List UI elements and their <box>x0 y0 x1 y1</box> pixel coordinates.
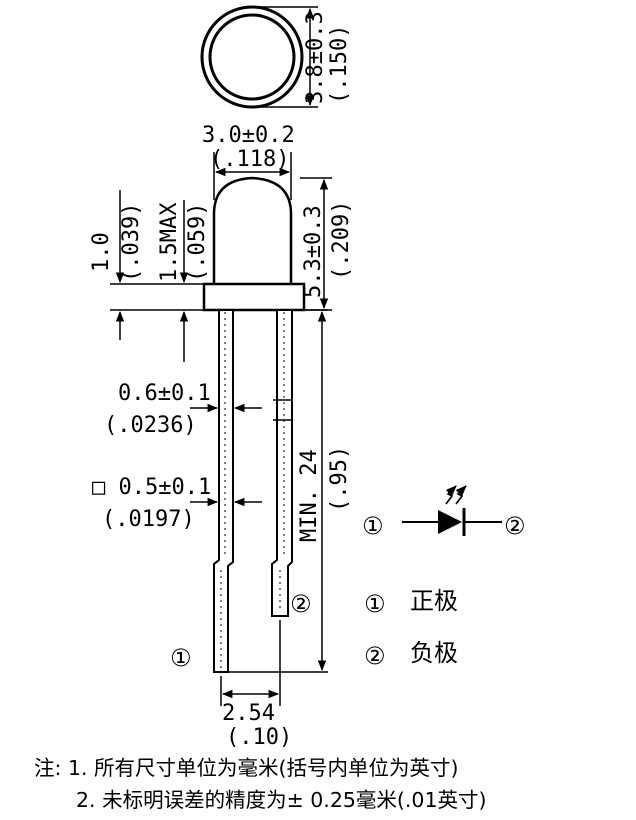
lead-cathode <box>271 309 293 617</box>
symbol-pin1-marker: ① <box>362 512 384 540</box>
lead-length-inch: (.95) <box>327 446 352 512</box>
legend-pin2-marker: ② <box>364 642 386 670</box>
lead-bend-width-inch: (.0236) <box>104 413 197 438</box>
note-line-1: 注: 1. 所有尺寸单位为毫米(括号内单位为英寸) <box>34 752 624 784</box>
lens-diameter-mm: 3.8±0.3 <box>303 11 328 104</box>
flange-max-inch: (.059) <box>185 203 210 282</box>
lens-outer-circle <box>200 5 304 109</box>
note-line-2: 2. 未标明误差的精度为± 0.25毫米(.01英寸) <box>34 784 624 816</box>
lens-diameter-inch: (.150) <box>327 25 352 104</box>
note-2-text: 2. 未标明误差的精度为± 0.25毫米(.01英寸) <box>76 788 487 812</box>
led-flange <box>202 282 306 312</box>
symbol-pin2-marker: ② <box>504 512 526 540</box>
led-schematic-symbol: ① ② <box>362 485 526 540</box>
lead-spacing-mm: 2.54 <box>222 701 275 726</box>
light-emission-arrows-icon <box>445 485 467 505</box>
dome-height-inch: (.209) <box>329 201 354 280</box>
body-width-mm: 3.0±0.2 <box>202 123 295 148</box>
flange-thickness-mm: 1.0 <box>89 232 114 272</box>
pin-legend: ① 正极 ② 负极 <box>364 587 458 670</box>
flange-thickness-inch: (.039) <box>119 203 144 282</box>
lead-square-mm: □ 0.5±0.1 <box>92 475 211 500</box>
lens-inner-circle <box>208 13 296 101</box>
legend-pin1-marker: ① <box>364 590 386 618</box>
lead-anode <box>213 309 234 673</box>
led-drawing: 3.8±0.3 (.150) 3.0±0.2 (.118) 1.0 (.039)… <box>89 5 526 750</box>
top-view <box>200 5 318 109</box>
lead-spacing-inch: (.10) <box>226 725 292 750</box>
notes-block: 注: 1. 所有尺寸单位为毫米(括号内单位为英寸) 2. 未标明误差的精度为± … <box>34 752 624 816</box>
led-dome <box>212 176 293 284</box>
note-1-text: 1. 所有尺寸单位为毫米(括号内单位为英寸) <box>67 756 459 780</box>
lead-bend-width-mm: 0.6±0.1 <box>118 381 211 406</box>
pin2-marker: ② <box>290 590 312 618</box>
body-width-inch: (.118) <box>210 147 289 172</box>
notes-prefix: 注: <box>34 756 62 780</box>
flange-max-mm: 1.5MAX <box>157 202 182 282</box>
legend-pin1-label: 正极 <box>410 587 458 615</box>
diode-triangle <box>438 510 462 534</box>
pin1-marker: ① <box>170 644 192 672</box>
lead-length-mm: MIN. 24 <box>297 449 322 542</box>
dome-height-mm: 5.3±0.3 <box>301 205 326 298</box>
led-body <box>202 176 306 312</box>
lead-square-inch: (.0197) <box>102 507 195 532</box>
legend-pin2-label: 负极 <box>410 639 458 667</box>
